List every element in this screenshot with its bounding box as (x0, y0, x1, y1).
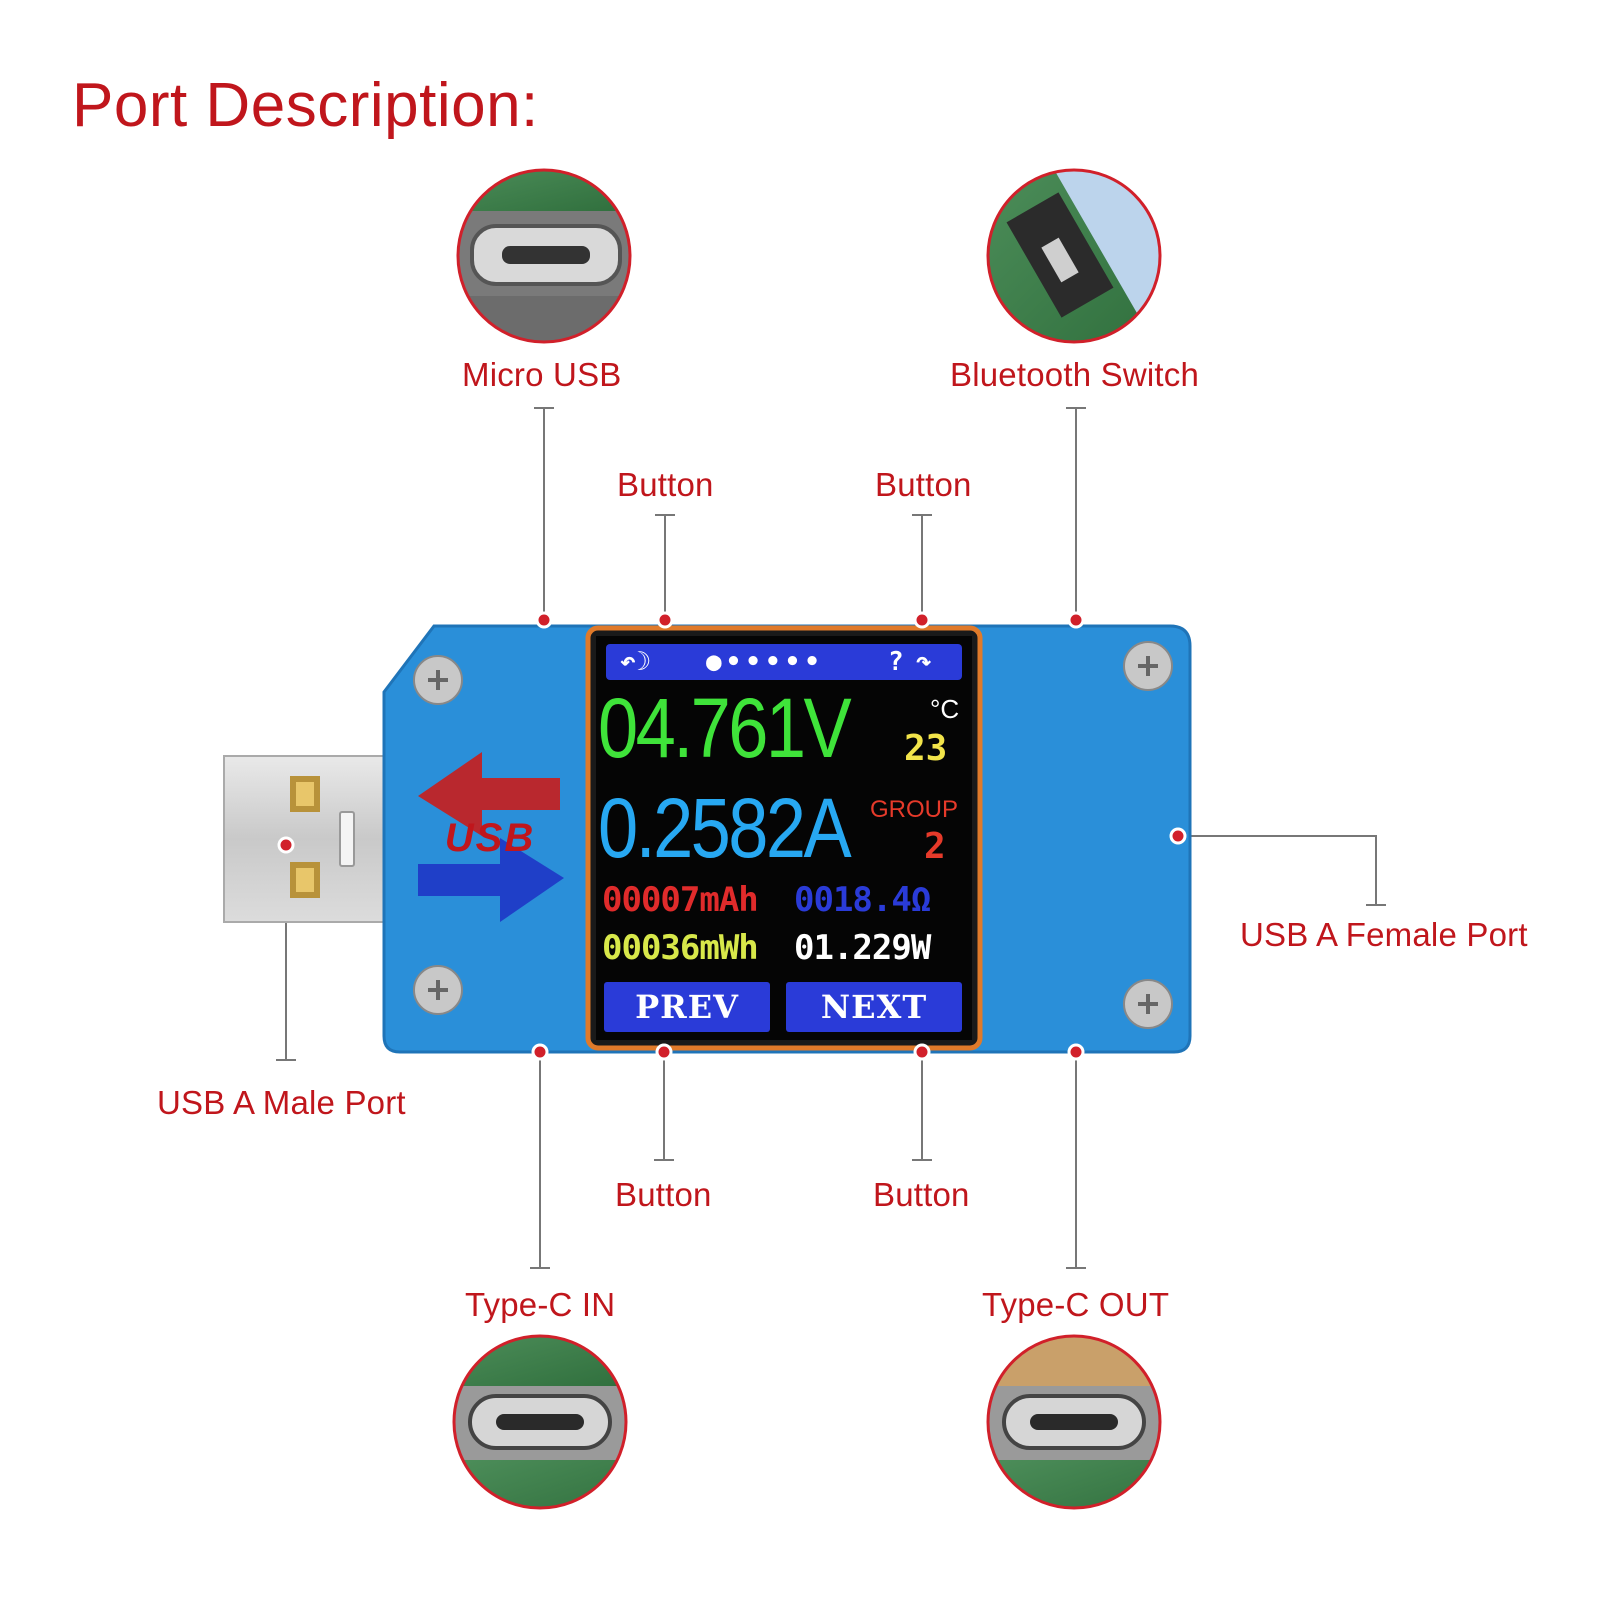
power-readout: 01.229W (794, 928, 931, 968)
type-c-in-closeup (452, 1334, 628, 1510)
label-micro-usb: Micro USB (462, 356, 622, 393)
callout-dots (277, 611, 1187, 1061)
label-button-top-right: Button (875, 466, 972, 503)
usb-a-male-plug (223, 755, 393, 923)
group-label: GROUP (870, 796, 959, 823)
resistance-readout: 0018.4Ω (794, 880, 931, 920)
page-dots-indicator: ●••••• (706, 647, 824, 677)
label-type-c-out: Type-C OUT (982, 1286, 1170, 1323)
current-readout: 0.2582A (598, 781, 852, 875)
type-c-out-closeup (986, 1334, 1162, 1510)
label-usb-a-female-port: USB A Female Port (1240, 916, 1528, 953)
prev-button[interactable]: PREV (604, 982, 770, 1032)
label-bluetooth-switch: Bluetooth Switch (950, 356, 1200, 393)
next-button[interactable]: NEXT (786, 982, 962, 1032)
label-type-c-in: Type-C IN (465, 1286, 616, 1323)
label-usb-a-male-port: USB A Male Port (157, 1084, 406, 1121)
rotate-right-icon: ↷ (916, 647, 932, 677)
usb-logo-text: USB (444, 816, 536, 860)
voltage-readout: 04.761V (598, 681, 852, 775)
capacity-readout: 00007mAh (602, 880, 759, 920)
temperature-value: 23 (904, 728, 948, 769)
help-icon: ? (888, 647, 904, 677)
screws (413, 641, 1173, 1029)
micro-usb-closeup (456, 168, 632, 344)
usb-logo-arrows (418, 752, 564, 922)
label-button-top-left: Button (617, 466, 714, 503)
label-button-bottom-right: Button (873, 1176, 970, 1213)
bluetooth-switch-closeup (986, 168, 1162, 344)
lcd-screen: ↶☽ ●••••• ? ↷ 04.761V °C 23 0.2582A GROU… (596, 636, 972, 1040)
energy-readout: 00036mWh (602, 928, 759, 968)
rotate-left-icon: ↶☽ (620, 647, 652, 677)
page-title: Port Description: (72, 71, 539, 140)
label-button-bottom-left: Button (615, 1176, 712, 1213)
temperature-unit: °C (930, 694, 960, 724)
group-value: 2 (924, 826, 946, 867)
lcd-status-bar: ↶☽ ●••••• ? ↷ (606, 644, 962, 680)
